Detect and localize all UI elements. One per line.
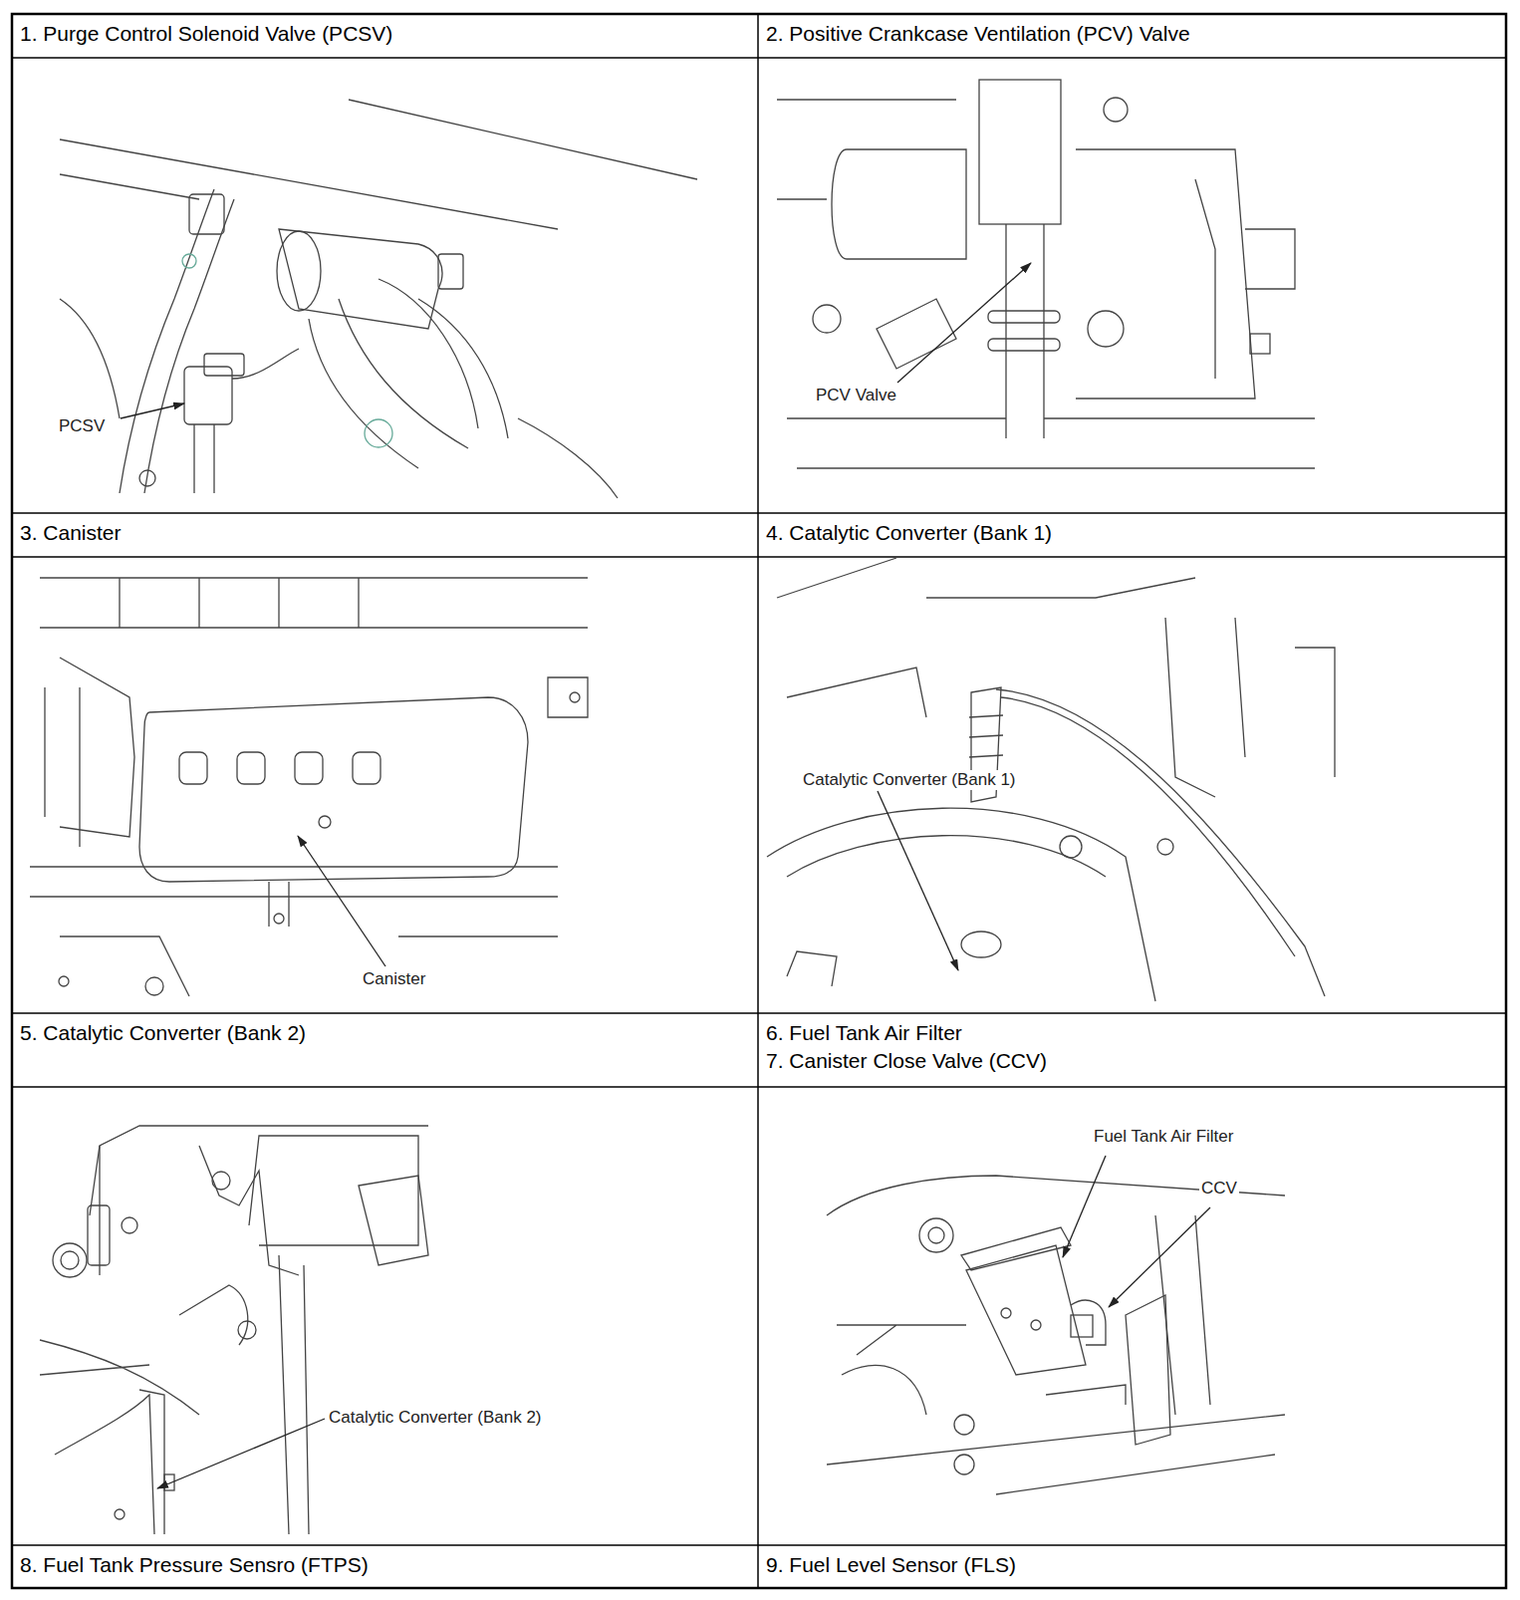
cell-heading: 3. Canister: [19, 518, 751, 547]
callout-label: PCV Valve: [813, 385, 899, 406]
cell-heading: 7. Canister Close Valve (CCV): [765, 1046, 1499, 1075]
table-header-cell: 1. Purge Control Solenoid Valve (PCSV): [11, 13, 759, 58]
cell-heading: 5. Catalytic Converter (Bank 2): [19, 1018, 751, 1047]
cell-heading: 8. Fuel Tank Pressure Sensro (FTPS): [19, 1550, 751, 1579]
callout-label: Fuel Tank Air Filter: [1091, 1126, 1236, 1147]
table-header-cell: 6. Fuel Tank Air Filter7. Canister Close…: [758, 1013, 1507, 1087]
catalyst-bank2-illustration: [39, 1125, 429, 1534]
table-header-cell: 2. Positive Crankcase Ventilation (PCV) …: [758, 13, 1507, 58]
cell-heading: 1. Purge Control Solenoid Valve (PCSV): [19, 19, 751, 48]
callout-label: Catalytic Converter (Bank 1): [800, 769, 1018, 790]
pcsv-illustration: [59, 99, 698, 499]
pcv-illustration: [776, 79, 1315, 469]
cell-heading: 2. Positive Crankcase Ventilation (PCV) …: [765, 19, 1499, 48]
table-header-cell: 3. Canister: [11, 512, 759, 557]
table-header-cell: 5. Catalytic Converter (Bank 2): [11, 1013, 759, 1087]
cell-heading: 4. Catalytic Converter (Bank 1): [765, 518, 1499, 547]
table-grid: [11, 13, 1507, 1588]
cell-heading: 6. Fuel Tank Air Filter: [765, 1018, 1499, 1047]
callout-label: PCSV: [56, 416, 107, 437]
callout-label: Catalytic Converter (Bank 2): [326, 1407, 544, 1428]
cell-heading: 9. Fuel Level Sensor (FLS): [765, 1550, 1499, 1579]
table-header-cell: 4. Catalytic Converter (Bank 1): [758, 512, 1507, 557]
callout-label: CCV: [1199, 1178, 1240, 1199]
table-header-cell: 9. Fuel Level Sensor (FLS): [758, 1544, 1507, 1588]
air-filter-ccv-illustration: [826, 1155, 1285, 1495]
canister-illustration: [29, 577, 588, 997]
callout-label: Canister: [360, 969, 428, 990]
table-header-cell: 8. Fuel Tank Pressure Sensro (FTPS): [11, 1544, 759, 1588]
catalyst-bank1-illustration: [766, 557, 1335, 1002]
